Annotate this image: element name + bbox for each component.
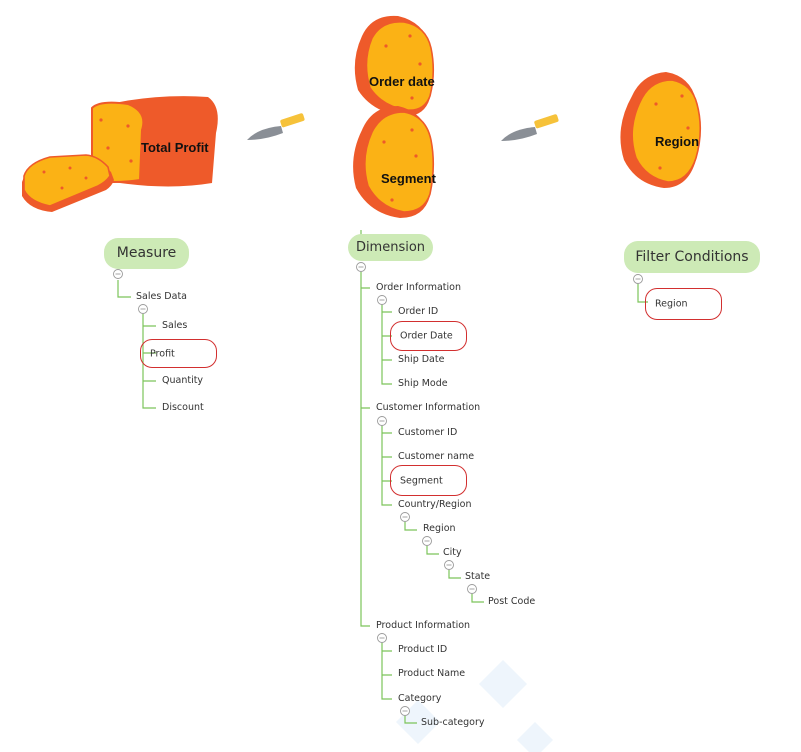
collapse-toggle-icons xyxy=(113,262,643,716)
highlighted-node-order-date[interactable]: Order Date xyxy=(390,321,467,351)
tree-node-ship-date[interactable]: Ship Date xyxy=(398,354,445,365)
tree-node-customer-information[interactable]: Customer Information xyxy=(376,402,481,413)
tree-node-profit: Profit xyxy=(150,348,175,359)
loaf-label: Total Profit xyxy=(141,140,209,155)
bread-slice-order-date-icon xyxy=(354,15,435,117)
tree-node-order-id[interactable]: Order ID xyxy=(398,306,439,317)
slice-segment-label: Segment xyxy=(381,171,436,186)
tree-node-sales[interactable]: Sales xyxy=(162,320,188,331)
tree-node-customer-name[interactable]: Customer name xyxy=(398,451,475,462)
tree-node-order-information[interactable]: Order Information xyxy=(376,282,462,293)
measure-root-node[interactable]: Measure xyxy=(104,238,189,269)
highlighted-node-segment[interactable]: Segment xyxy=(390,465,467,496)
bread-slice-region-icon xyxy=(620,72,702,188)
tree-node-city[interactable]: City xyxy=(443,547,462,558)
tree-node-quantity[interactable]: Quantity xyxy=(162,375,204,386)
tree-node-order-date: Order Date xyxy=(400,330,453,342)
tree-node-customer-id[interactable]: Customer ID xyxy=(398,427,458,438)
tree-node-post-code[interactable]: Post Code xyxy=(488,596,536,607)
bread-loaf-icon xyxy=(22,96,218,212)
tree-node-segment: Segment xyxy=(400,475,443,486)
slice-order-date-label: Order date xyxy=(369,74,435,89)
knife-icon xyxy=(501,114,559,141)
tree-node-product-name[interactable]: Product Name xyxy=(398,668,466,679)
tree-node-product-information[interactable]: Product Information xyxy=(376,620,471,631)
tree-node-ship-mode[interactable]: Ship Mode xyxy=(398,378,448,389)
tree-node-discount[interactable]: Discount xyxy=(162,402,204,413)
tree-node-state[interactable]: State xyxy=(465,571,491,582)
filter-conditions-root-node[interactable]: Filter Conditions xyxy=(624,241,760,273)
knife-icon xyxy=(247,113,305,140)
highlighted-node-profit[interactable]: Profit xyxy=(140,339,217,368)
slice-region-label: Region xyxy=(655,134,700,149)
bread-slice-segment-icon xyxy=(353,106,435,218)
filter-node-region: Region xyxy=(655,298,688,310)
dimension-root-node[interactable]: Dimension xyxy=(348,234,433,261)
tree-node-category[interactable]: Category xyxy=(398,693,442,704)
tree-node-region[interactable]: Region xyxy=(423,523,456,534)
tree-lines xyxy=(117,230,648,724)
tree-node-country-region[interactable]: Country/Region xyxy=(398,499,472,510)
tree-node-sales-data[interactable]: Sales Data xyxy=(136,291,187,302)
highlighted-node-filter-region[interactable]: Region xyxy=(645,288,722,320)
tree-node-sub-category[interactable]: Sub-category xyxy=(421,717,485,728)
tree-node-product-id[interactable]: Product ID xyxy=(398,644,448,655)
